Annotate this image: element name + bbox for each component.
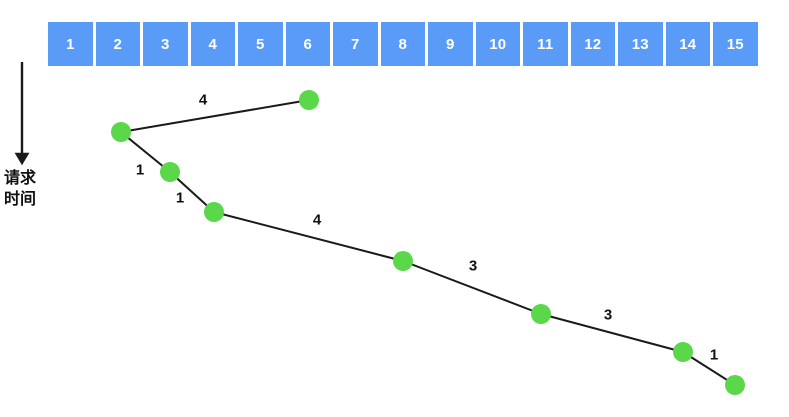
node-dot[interactable] [204, 202, 224, 222]
index-cell[interactable]: 10 [475, 22, 520, 66]
node-dot[interactable] [393, 251, 413, 271]
node-dot[interactable] [111, 122, 131, 142]
edge-weight-label: 3 [603, 306, 613, 324]
index-cell[interactable]: 1 [48, 22, 93, 66]
edge-weight-label: 4 [312, 211, 322, 229]
index-cell[interactable]: 2 [95, 22, 140, 66]
edge-weight-label: 1 [709, 346, 719, 364]
edge-weight-label: 4 [198, 91, 208, 109]
node-dot[interactable] [160, 162, 180, 182]
index-cell[interactable]: 3 [143, 22, 188, 66]
index-cell[interactable]: 6 [285, 22, 330, 66]
index-cell[interactable]: 8 [380, 22, 425, 66]
node-layer [111, 90, 745, 395]
index-cell[interactable]: 12 [570, 22, 615, 66]
index-cell[interactable]: 13 [618, 22, 663, 66]
axis-caption-line-2: 时间 [4, 191, 37, 209]
node-dot[interactable] [299, 90, 319, 110]
index-cell[interactable]: 11 [523, 22, 568, 66]
index-cell[interactable]: 4 [190, 22, 235, 66]
edge-weight-label: 1 [135, 161, 145, 179]
node-dot[interactable] [673, 342, 693, 362]
axis-caption: 请求 时间 [4, 168, 50, 210]
edge-weight-label: 3 [468, 257, 478, 275]
edge-layer [120, 99, 736, 386]
index-cell[interactable]: 9 [428, 22, 473, 66]
edge-weight-label: 1 [175, 189, 185, 207]
index-cell[interactable]: 5 [238, 22, 283, 66]
node-dot[interactable] [725, 375, 745, 395]
index-cell[interactable]: 14 [665, 22, 710, 66]
edge-line [213, 211, 404, 262]
axis-caption-line-1: 请求 [4, 170, 37, 187]
node-dot[interactable] [531, 304, 551, 324]
index-cell[interactable]: 7 [333, 22, 378, 66]
index-cell[interactable]: 15 [713, 22, 758, 66]
down-arrow-icon [14, 62, 30, 166]
edge-line [120, 99, 310, 133]
